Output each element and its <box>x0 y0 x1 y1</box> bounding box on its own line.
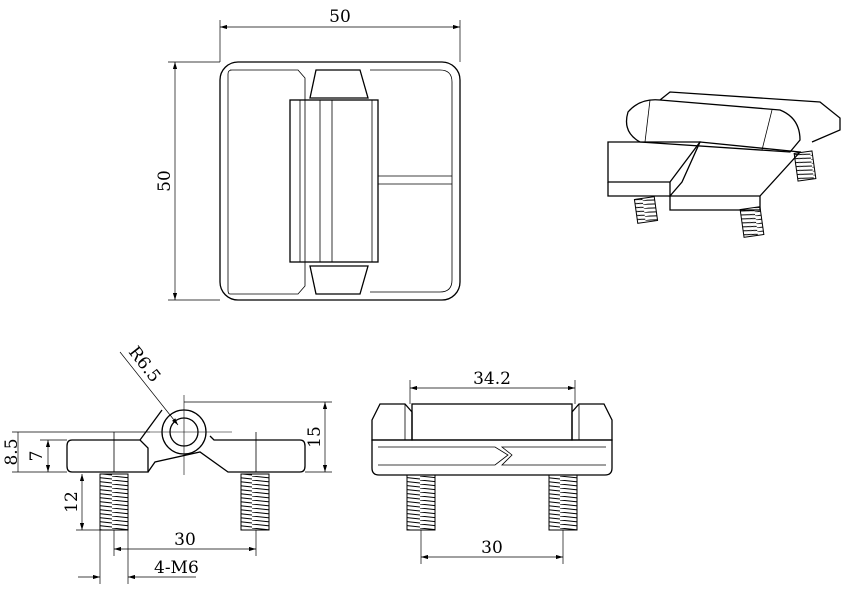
bolt-length-label: 12 <box>62 491 82 513</box>
thread-label: 4-M6 <box>154 558 199 578</box>
front-view: R6.5 15 8.5 7 12 30 4-M6 <box>2 343 332 584</box>
side-view: 34.2 30 <box>371 369 613 564</box>
total-height-label: 15 <box>305 426 325 448</box>
plate-thickness-label: 7 <box>27 451 47 462</box>
top-width-label: 50 <box>329 7 351 27</box>
pin-height-label: 8.5 <box>2 438 22 465</box>
side-bolt-spacing-label: 30 <box>481 538 503 558</box>
bolt-spacing-label: 30 <box>174 530 196 550</box>
top-height-label: 50 <box>155 170 175 192</box>
knuckle-length-label: 34.2 <box>473 369 511 389</box>
top-view: 50 50 <box>155 7 461 301</box>
isometric-view <box>607 91 841 238</box>
